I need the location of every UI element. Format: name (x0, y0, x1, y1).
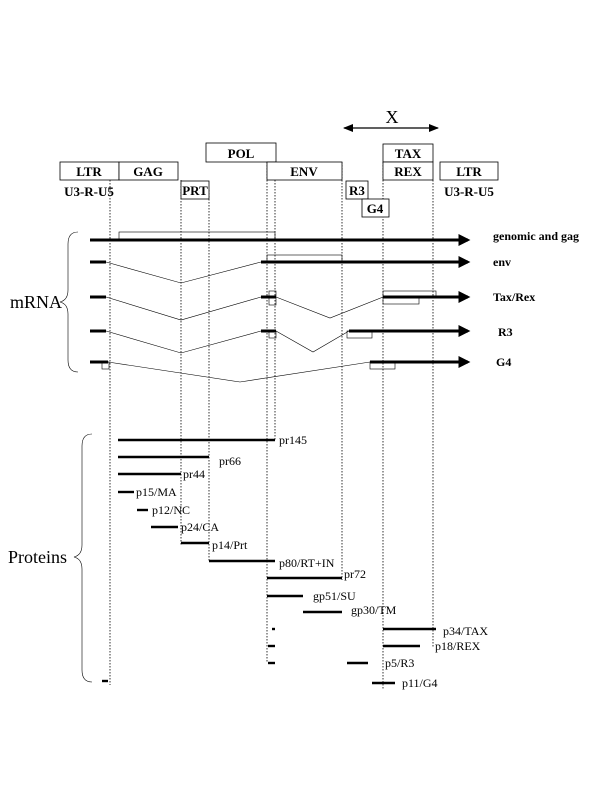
prt-box (180, 180, 210, 200)
transcript-genomic-label: genomic and gag (493, 229, 579, 243)
env-box (266, 161, 343, 181)
protein-bars: pr145 pr66 pr44 p15/MA p12/NC p24/CA p14… (102, 433, 488, 690)
g4-box (361, 198, 390, 218)
protein-label-p80: p80/RT+IN (279, 556, 335, 570)
mrna-group: mRNA (10, 231, 79, 373)
transcript-g4-label: G4 (496, 355, 511, 369)
protein-label-p5: p5/R3 (385, 656, 414, 670)
x-region: X (343, 107, 439, 132)
protein-label-p24: p24/CA (181, 520, 219, 534)
u3-r-u5-right-label: U3-R-U5 (444, 184, 494, 199)
transcript-taxrex-label: Tax/Rex (493, 290, 535, 304)
pol-box (205, 142, 277, 163)
gene-map: LTR GAG POL PRT ENV R3 G4 TAX REX LTR U3… (59, 142, 499, 218)
mrna-brace (59, 231, 79, 373)
g4-label: G4 (367, 201, 384, 216)
protein-label-p18: p18/REX (435, 639, 481, 653)
protein-label-gp51: gp51/SU (313, 589, 356, 603)
protein-label-p12: p12/NC (152, 503, 190, 517)
protein-label-p34: p34/TAX (443, 624, 488, 638)
r3-label: R3 (349, 183, 365, 198)
proteins-group-label: Proteins (8, 547, 67, 567)
proteins-group: Proteins (8, 433, 93, 683)
protein-label-p14: p14/Prt (212, 538, 248, 552)
gag-label: GAG (133, 164, 163, 179)
ltr-right-label: LTR (456, 164, 482, 179)
protein-label-pr66: pr66 (219, 454, 241, 468)
protein-label-pr44: pr44 (183, 467, 205, 481)
mrna-group-label: mRNA (10, 292, 62, 312)
protein-label-gp30: gp30/TM (351, 603, 397, 617)
proteins-brace (73, 433, 93, 683)
gag-box (118, 161, 179, 181)
x-region-label: X (386, 107, 399, 127)
ltr-right-box (439, 161, 499, 181)
u3-r-u5-left-label: U3-R-U5 (64, 184, 114, 199)
protein-label-p11: p11/G4 (402, 676, 438, 690)
r3-box (345, 180, 369, 200)
rex-label: REX (394, 164, 422, 179)
ltr-left-label: LTR (76, 164, 102, 179)
env-label: ENV (290, 164, 318, 179)
protein-label-pr72: pr72 (344, 567, 366, 581)
transcript-r3-label: R3 (498, 325, 513, 339)
protein-label-pr145: pr145 (279, 433, 307, 447)
protein-label-p15: p15/MA (136, 485, 177, 499)
transcripts: genomic and gag env Tax/Rex R3 G4 (90, 229, 579, 383)
rex-box (382, 161, 434, 181)
transcript-env-label: env (493, 255, 511, 269)
tax-label: TAX (395, 146, 422, 161)
pol-label: POL (228, 146, 255, 161)
prt-label: PRT (182, 183, 208, 198)
